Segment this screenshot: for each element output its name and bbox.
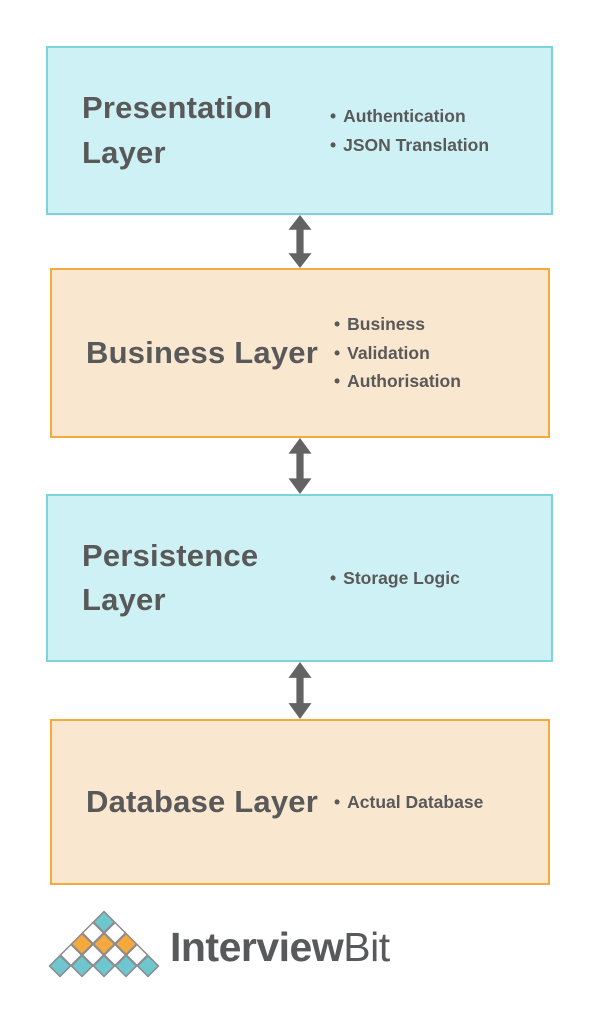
layer-box-persistence: Persistence Layer Storage Logic	[46, 494, 553, 662]
double-arrow-icon	[288, 438, 312, 494]
bullet-item: JSON Translation	[330, 131, 489, 159]
brand-wordmark: InterviewBit	[170, 924, 390, 971]
bullet-item: Authorisation	[334, 367, 461, 395]
layer-title-business: Business Layer	[86, 334, 318, 370]
layer-bullets-database: Actual Database	[332, 788, 489, 816]
bullet-item: Authentication	[330, 102, 489, 130]
bullet-item: Actual Database	[334, 788, 483, 816]
layer-title-presentation: Presentation Layer	[82, 90, 273, 170]
bullet-item: Validation	[334, 339, 461, 367]
layer-bullets-presentation: Authentication JSON Translation	[328, 102, 495, 159]
bullet-item: Storage Logic	[330, 564, 460, 592]
brand-text-bit: Bit	[343, 923, 390, 970]
layer-title-persistence: Persistence Layer	[82, 537, 259, 617]
layer-title-database: Database Layer	[86, 783, 318, 819]
diamond-pyramid-icon	[48, 910, 160, 978]
double-arrow-icon	[288, 662, 312, 719]
layer-box-presentation: Presentation Layer Authentication JSON T…	[46, 46, 553, 215]
layer-bullets-business: Business Validation Authorisation	[332, 310, 467, 395]
brand-text-interview: Interview	[170, 923, 344, 970]
layer-box-business: Business Layer Business Validation Autho…	[50, 268, 550, 438]
layer-bullets-persistence: Storage Logic	[328, 564, 466, 592]
double-arrow-icon	[288, 215, 312, 268]
bullet-item: Business	[334, 310, 461, 338]
interviewbit-logo: InterviewBit	[48, 910, 390, 978]
layer-box-database: Database Layer Actual Database	[50, 719, 550, 885]
